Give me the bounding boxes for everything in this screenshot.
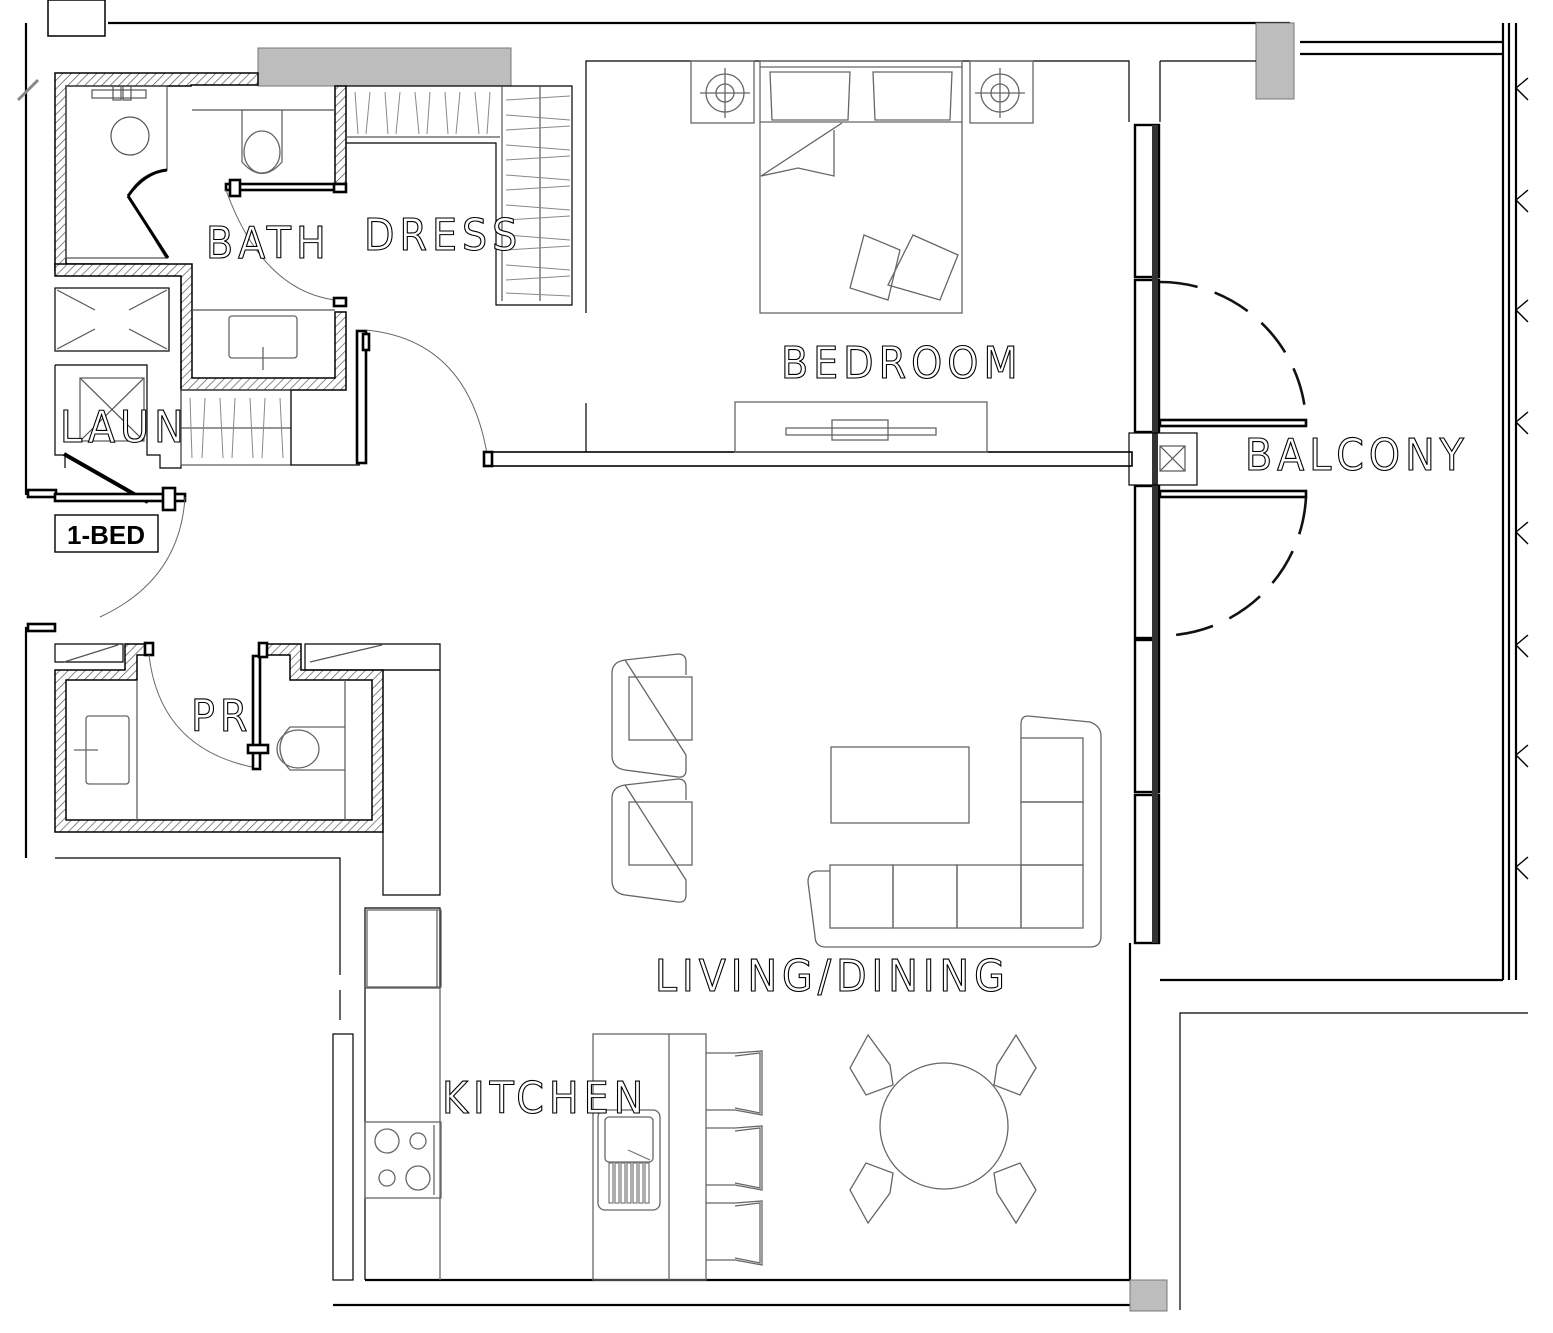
living-walls [55, 857, 1528, 1312]
label-dress: DRESS [364, 210, 522, 261]
label-bath: BATH [206, 218, 331, 269]
label-balcony: BALCONY [1245, 430, 1469, 481]
bedroom-door [355, 329, 494, 468]
column-top [1255, 22, 1295, 100]
label-kitchen: KITCHEN [442, 1073, 648, 1124]
exterior-walls [16, 0, 1290, 858]
living-furniture [611, 653, 1102, 1225]
label-living-dining: LIVING/DINING [655, 951, 1010, 1002]
bath-block [54, 72, 348, 391]
room-labels: BATH DRESS BEDROOM BALCONY LAUN PR LIVIN… [59, 209, 1469, 1124]
kitchen [364, 907, 763, 1281]
balcony [1128, 23, 1529, 982]
laundry [54, 276, 360, 504]
dress-wardrobe [346, 85, 573, 306]
powder-room [26, 622, 441, 896]
beam [257, 47, 512, 87]
unit-tag-box [54, 514, 159, 553]
label-powder-room: PR [191, 691, 252, 742]
label-bedroom: BEDROOM [781, 338, 1023, 389]
bedroom [491, 60, 1133, 467]
unit-tag: 1-BED [67, 520, 145, 550]
label-laundry: LAUN [60, 402, 189, 453]
entry-door [26, 486, 187, 618]
